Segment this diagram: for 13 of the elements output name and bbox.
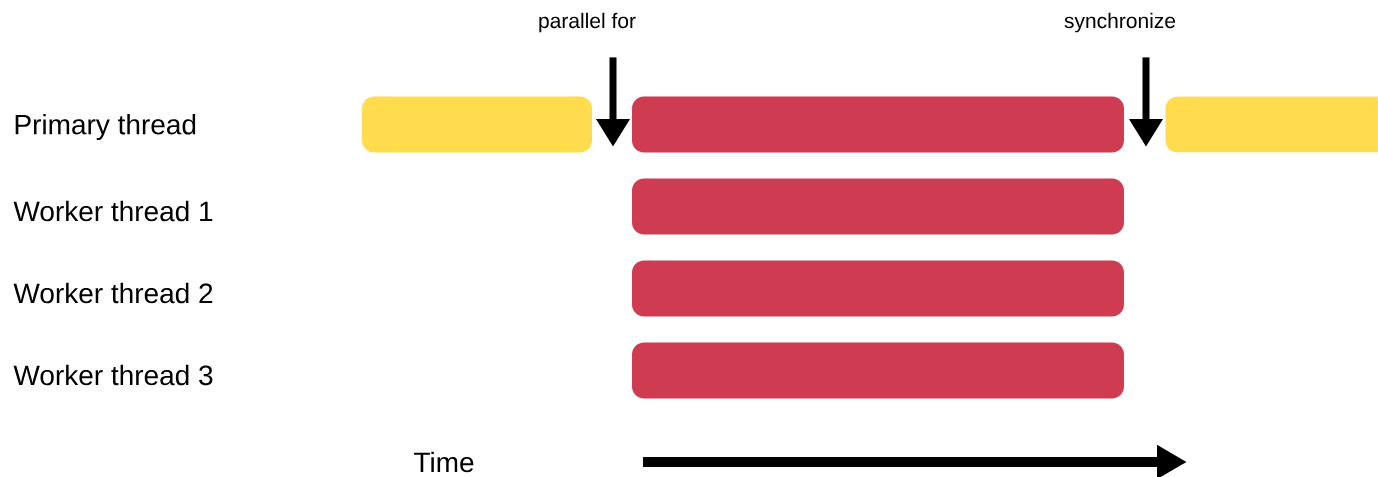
- timeline-bar: [632, 96, 1124, 153]
- timeline-bar: [632, 260, 1124, 317]
- arrow-label: synchronize: [1064, 12, 1176, 33]
- axis-label: Time: [414, 451, 474, 473]
- timeline-bar: [362, 96, 592, 153]
- row-label: Worker thread 1: [13, 200, 213, 222]
- row-label: Worker thread 2: [13, 282, 213, 304]
- arrow-label: parallel for: [539, 12, 636, 33]
- timeline-bar: [632, 178, 1124, 235]
- row-label: Worker thread 3: [13, 364, 213, 386]
- timeline-bar: [1165, 96, 1378, 153]
- timeline-bar: [632, 342, 1124, 399]
- row-label: Primary thread: [15, 113, 196, 141]
